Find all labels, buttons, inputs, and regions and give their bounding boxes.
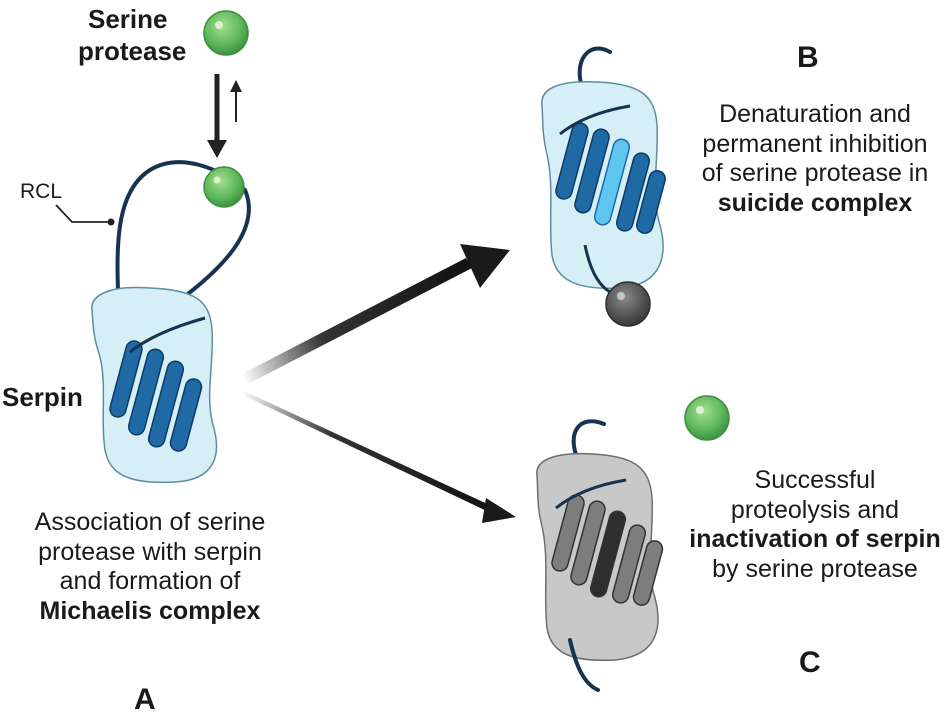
serine-protease-label-line2: protease: [78, 36, 187, 66]
panel-b-caption-line4: suicide complex: [717, 188, 913, 217]
panel-a-caption-line3: and formation of: [59, 567, 241, 595]
loop-top-c: [571, 419, 606, 462]
serine-protease-label-line1: Serine: [88, 4, 168, 34]
arrow-to-c: [242, 390, 516, 523]
strand-b: [559, 104, 631, 136]
panel-b-letter: B: [797, 41, 819, 74]
free-protease-sphere: [203, 10, 249, 56]
panel-a-caption: Association of serine protease with serp…: [0, 508, 300, 626]
panel-c-caption-line1: Successful: [754, 466, 876, 494]
panel-a-caption-line2: protease with serpin: [38, 537, 262, 566]
serpin-label: Serpin: [2, 382, 83, 412]
panel-a-caption-line1: Association of serine: [34, 508, 266, 536]
bound-protease-sphere: [203, 166, 245, 208]
cleaved-tail-c: [568, 638, 600, 692]
panel-b-caption-line2: permanent inhibition: [702, 129, 928, 158]
arrow-to-b: [242, 244, 510, 384]
tether-b: [583, 244, 611, 294]
panel-c-caption-line4: by serine protease: [712, 554, 918, 583]
panel-a-letter: A: [134, 683, 156, 716]
released-protease-sphere: [684, 395, 730, 441]
equilibrium-arrows: [207, 74, 242, 158]
rcl-label: RCL: [20, 180, 63, 203]
serpin-helices-c: [551, 494, 664, 606]
panel-b-caption-line3: of serine protease in: [701, 159, 929, 187]
dead-protease-sphere: [605, 281, 651, 327]
panel-b-caption-line1: Denaturation and: [719, 100, 911, 128]
panel-c-letter: C: [799, 646, 821, 679]
panel-a-caption-line4: Michaelis complex: [39, 596, 261, 625]
panel-c-caption: Successful proteolysis and inactivation …: [680, 466, 950, 584]
serpin-helices-a: [109, 340, 203, 452]
strand-c: [555, 478, 627, 510]
panel-c-caption-line3: inactivation of serpin: [689, 525, 941, 553]
panel-b-caption: Denaturation and permanent inhibition of…: [680, 100, 950, 218]
serpin-helices-b: [555, 122, 666, 234]
strand-a: [129, 316, 206, 354]
inserted-rcl-helix-b: [593, 138, 631, 226]
rcl-pointer: [55, 204, 115, 226]
panel-c-caption-line2: proteolysis and: [730, 495, 900, 524]
